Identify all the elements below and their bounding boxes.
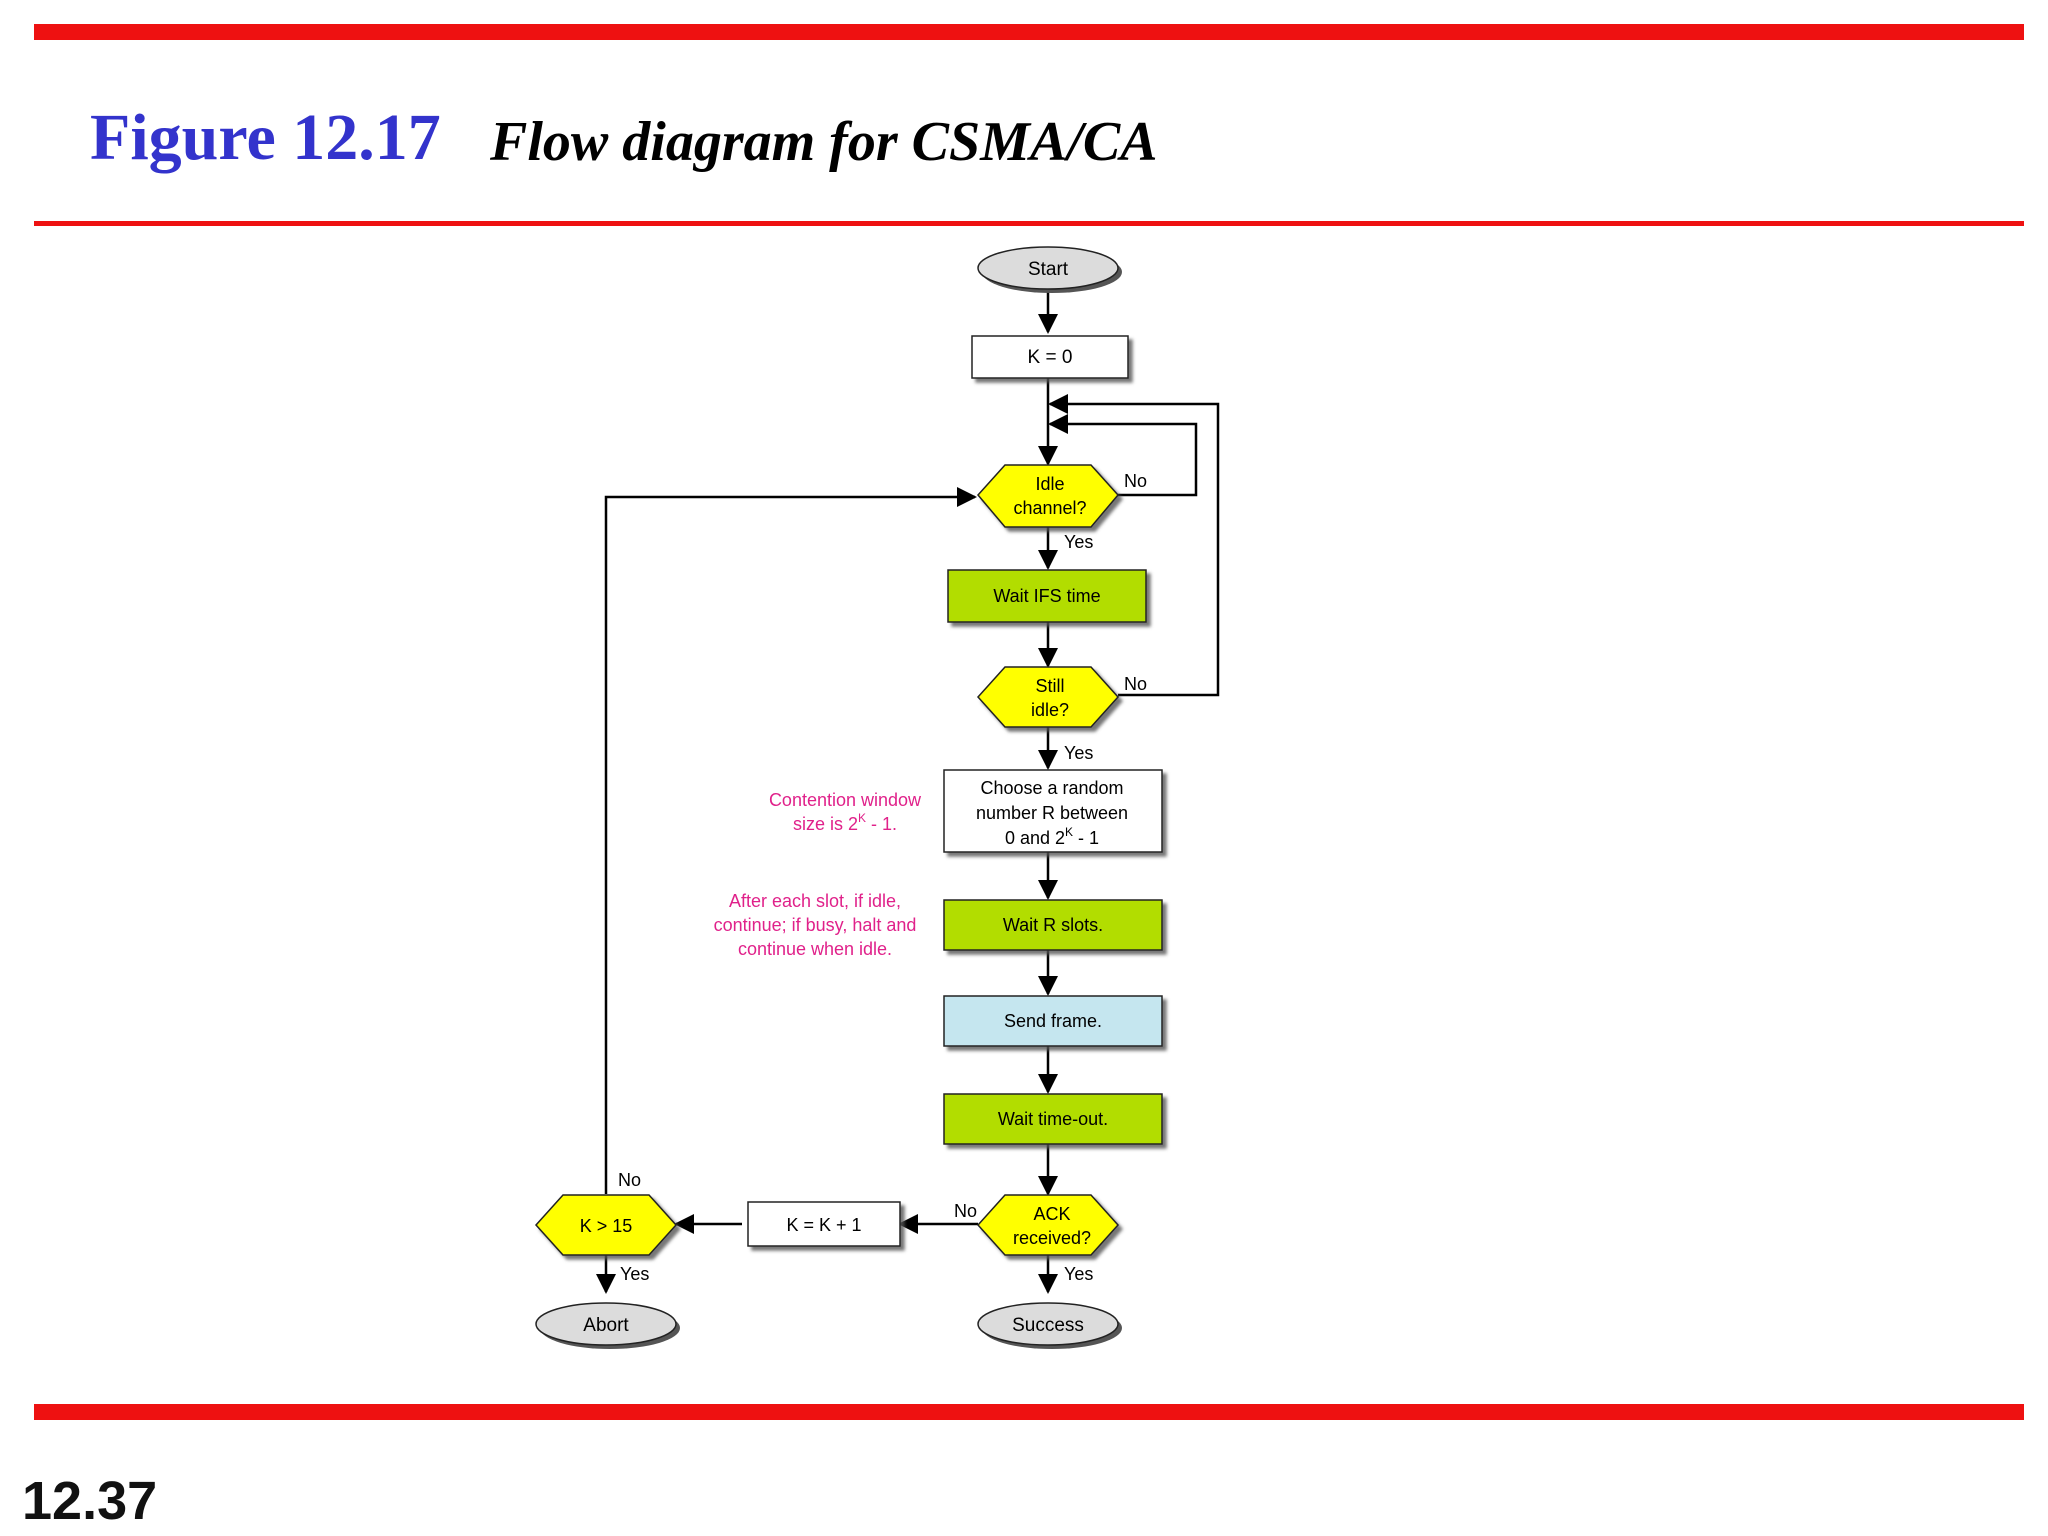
wait-ifs-label: Wait IFS time [993,586,1100,606]
idle-channel-decision: Idle channel? [977,464,1119,528]
arrow-idle-no-loop [1048,414,1198,497]
after-each-slot-annotation: After each slot, if idle, continue; if b… [714,891,917,959]
start-terminal: Start [977,246,1122,293]
title-underline-rule [34,221,2024,226]
contention-window-base: size is 2 [793,814,858,834]
still-yes-label: Yes [1064,743,1093,763]
after-each-slot-line3: continue when idle. [738,939,892,959]
still-idle-decision: Still idle? [976,666,1120,728]
contention-window-annotation: Contention window size is 2K - 1. [769,790,922,834]
arrow-still-no-loop [1048,394,1220,697]
send-frame-box: Send frame. [943,995,1163,1047]
still-no-label: No [1124,674,1147,694]
arrow-limit-no-back [604,487,977,1194]
ack-yes-label: Yes [1064,1264,1093,1284]
figure-number: Figure 12.17 [90,101,441,174]
contention-window-exponent: K [858,811,866,825]
figure-title: Flow diagram for CSMA/CA [490,111,1158,173]
increment-k-label: K = K + 1 [786,1215,861,1235]
k-limit-label: K > 15 [580,1216,633,1236]
init-k-box: K = 0 [971,335,1129,379]
wait-timeout-label: Wait time-out. [998,1109,1108,1129]
choose-random-base: 0 and 2 [1005,828,1065,848]
success-label: Success [1012,1315,1084,1336]
still-idle-line1: Still [1035,676,1064,696]
wait-timeout-box: Wait time-out. [943,1093,1163,1145]
ack-received-line1: ACK [1033,1204,1070,1224]
choose-random-suffix: - 1 [1073,828,1099,848]
start-label: Start [1028,259,1069,280]
idle-yes-label: Yes [1064,532,1093,552]
after-each-slot-line2: continue; if busy, halt and [714,915,917,935]
top-rule [34,24,2024,40]
still-idle-line2: idle? [1031,700,1069,720]
connectors [596,292,1220,1294]
after-each-slot-line1: After each slot, if idle, [729,891,901,911]
slide-number: 12.37 [22,1471,158,1531]
abort-terminal: Abort [535,1302,680,1349]
send-frame-label: Send frame. [1004,1011,1102,1031]
ack-no-label: No [954,1201,977,1221]
choose-random-line1: Choose a random [980,778,1123,798]
ack-received-line2: received? [1013,1228,1091,1248]
idle-channel-line2: channel? [1013,498,1086,518]
init-k-label: K = 0 [1028,347,1073,368]
choose-random-box: Choose a random number R between 0 and 2… [943,769,1163,853]
k-limit-no-label: No [618,1170,641,1190]
choose-random-line3: 0 and 2K - 1 [1005,825,1099,848]
k-limit-decision: K > 15 [534,1194,678,1256]
wait-ifs-box: Wait IFS time [947,569,1147,623]
choose-random-exponent: K [1065,825,1073,839]
k-limit-yes-label: Yes [620,1264,649,1284]
idle-no-label: No [1124,471,1147,491]
increment-k-box: K = K + 1 [747,1201,901,1247]
abort-label: Abort [583,1315,629,1336]
contention-window-suffix: - 1. [866,814,897,834]
contention-window-line2: size is 2K - 1. [793,811,897,834]
choose-random-line2: number R between [976,803,1128,823]
ack-received-decision: ACK received? [976,1194,1120,1256]
idle-channel-line1: Idle [1035,474,1064,494]
contention-window-line1: Contention window [769,790,922,810]
wait-r-slots-box: Wait R slots. [943,899,1163,951]
success-terminal: Success [977,1302,1122,1349]
wait-r-slots-label: Wait R slots. [1003,915,1103,935]
bottom-rule [34,1404,2024,1420]
